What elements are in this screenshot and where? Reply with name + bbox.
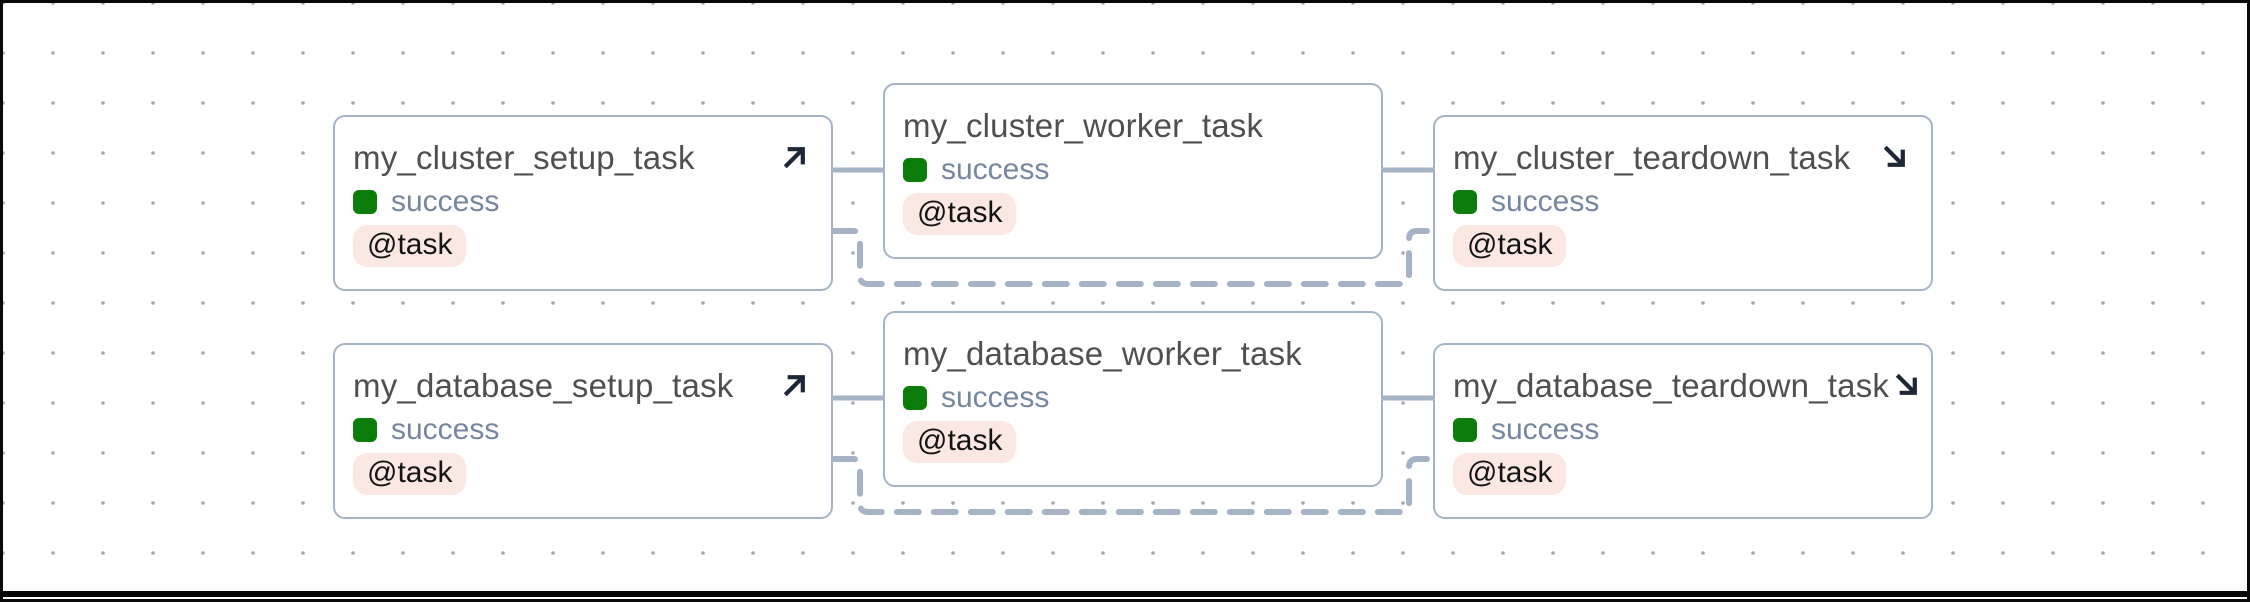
- task-status: success: [353, 185, 813, 218]
- success-status-square: [1453, 418, 1477, 442]
- task-decorator-badge: @task: [1453, 453, 1567, 495]
- task-decorator-badge: @task: [1453, 225, 1567, 267]
- success-status-square: [353, 190, 377, 214]
- task-node-my-cluster-worker-task[interactable]: my_cluster_worker_task success @task: [883, 83, 1383, 259]
- task-status: success: [1453, 413, 1913, 446]
- task-status: success: [1453, 185, 1913, 218]
- task-status-label: success: [941, 381, 1050, 414]
- task-status-label: success: [391, 185, 500, 218]
- task-status: success: [353, 413, 813, 446]
- task-status-label: success: [1491, 185, 1600, 218]
- task-decorator-badge: @task: [353, 225, 467, 267]
- task-title: my_cluster_teardown_task: [1453, 139, 1851, 176]
- task-decorator-badge: @task: [903, 421, 1017, 463]
- task-title: my_cluster_worker_task: [903, 107, 1264, 144]
- success-status-square: [903, 386, 927, 410]
- arrow-down-right-icon: [1889, 367, 1925, 403]
- task-node-my-database-setup-task[interactable]: my_database_setup_task success @task: [333, 343, 833, 519]
- task-status-label: success: [391, 413, 500, 446]
- task-title: my_database_teardown_task: [1453, 367, 1890, 404]
- task-decorator-badge: @task: [903, 193, 1017, 235]
- task-status: success: [903, 381, 1363, 414]
- task-title: my_database_setup_task: [353, 367, 734, 404]
- task-node-my-cluster-teardown-task[interactable]: my_cluster_teardown_task success @task: [1433, 115, 1933, 291]
- task-node-my-database-teardown-task[interactable]: my_database_teardown_task success @task: [1433, 343, 1933, 519]
- task-status-label: success: [1491, 413, 1600, 446]
- task-node-my-cluster-setup-task[interactable]: my_cluster_setup_task success @task: [333, 115, 833, 291]
- task-node-my-database-worker-task[interactable]: my_database_worker_task success @task: [883, 311, 1383, 487]
- task-status-label: success: [941, 153, 1050, 186]
- arrow-up-right-icon: [777, 367, 813, 403]
- task-title: my_database_worker_task: [903, 335, 1302, 372]
- success-status-square: [1453, 190, 1477, 214]
- bottom-divider: [3, 591, 2247, 597]
- arrow-down-right-icon: [1877, 139, 1913, 175]
- task-title: my_cluster_setup_task: [353, 139, 695, 176]
- success-status-square: [903, 158, 927, 182]
- arrow-up-right-icon: [777, 139, 813, 175]
- success-status-square: [353, 418, 377, 442]
- task-status: success: [903, 153, 1363, 186]
- task-decorator-badge: @task: [353, 453, 467, 495]
